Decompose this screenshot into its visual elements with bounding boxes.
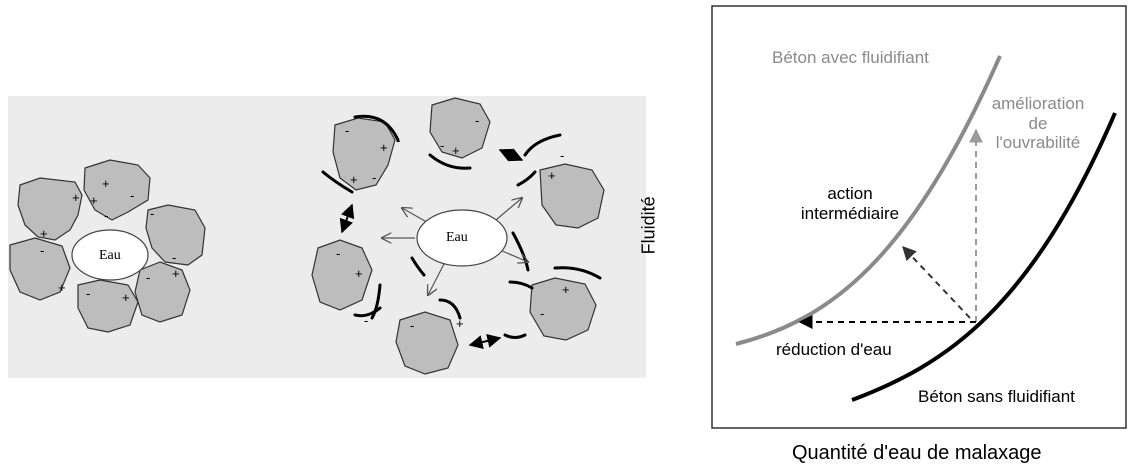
svg-text:+: + [172,266,180,281]
svg-text:-: - [150,206,154,221]
svg-text:-: - [336,246,340,261]
adsorbed-polymer [321,114,602,339]
workability-label: amélioration de l'ouvrabilité [982,94,1094,153]
y-axis-label: Fluidité [638,196,659,255]
grain [395,311,459,375]
svg-text:-: - [396,133,400,148]
grain [332,117,396,191]
intermediate-arrow [902,245,971,319]
svg-text:-: - [540,306,544,321]
grain [134,261,191,323]
svg-text:+: + [380,140,388,155]
svg-text:+: + [40,226,48,241]
curve-without-fluidifiant [851,112,1117,402]
svg-text:-: - [372,170,376,185]
grain [83,159,151,221]
svg-text:+: + [72,190,80,205]
grain [311,239,373,311]
svg-text:-: - [146,270,150,285]
svg-text:-: - [104,208,108,223]
grain [529,277,597,341]
svg-text:-: - [345,123,349,138]
intermediate-line: action [827,184,873,203]
svg-text:-: - [86,286,90,301]
svg-text:+: + [355,266,363,281]
intermediate-label: action intermédiaire [800,184,900,223]
svg-text:-: - [475,113,479,128]
grain [429,97,491,159]
svg-text:-: - [440,138,444,153]
svg-text:+: + [90,193,98,208]
svg-text:-: - [560,148,564,163]
water-label: Eau [99,248,121,263]
workability-line: amélioration [991,94,1085,113]
flocculated-cluster [9,159,206,333]
grain [77,279,139,333]
curve-without-label: Béton sans fluidifiant [918,387,1075,406]
workability-line: l'ouvrabilité [995,133,1081,153]
svg-text:+: + [548,168,556,183]
svg-text:-: - [410,318,414,333]
grain [145,204,206,266]
fluidity-graph [711,5,1127,429]
intermediate-line: intermédiaire [800,203,900,223]
surface-charges-left: + + + - - - + - - + + - + - [40,176,180,305]
repulsion-arrows [339,148,524,349]
svg-text:+: + [562,282,570,297]
svg-text:+: + [58,280,66,295]
curve-with-fluidifiant [735,55,1002,346]
water-pool [71,229,149,281]
dispersed-grains [311,97,605,375]
svg-text:-: - [130,188,134,203]
svg-text:+: + [452,143,460,158]
grain [9,237,71,301]
svg-text:+: + [456,316,464,331]
svg-text:+: + [122,290,130,305]
water-pool-dispersed [416,209,508,267]
x-axis-label: Quantité d'eau de malaxage [792,442,1042,464]
mechanism-panel: + + + - - - + - - + + - + - [8,96,646,378]
surface-charges-right: - + - - + - + - + - - + - - + + - [336,113,570,333]
water-label: Eau [446,230,468,245]
svg-text:-: - [364,313,368,328]
svg-text:+: + [350,172,358,187]
water-reduction-label: réduction d'eau [776,340,892,359]
grain [539,163,605,229]
plot-frame [711,5,1127,429]
svg-text:+: + [102,176,110,191]
workability-line: de [1028,113,1048,133]
curve-with-label: Béton avec fluidifiant [772,48,929,67]
grain [17,177,83,241]
svg-text:-: - [172,250,176,265]
svg-text:-: - [40,243,44,258]
